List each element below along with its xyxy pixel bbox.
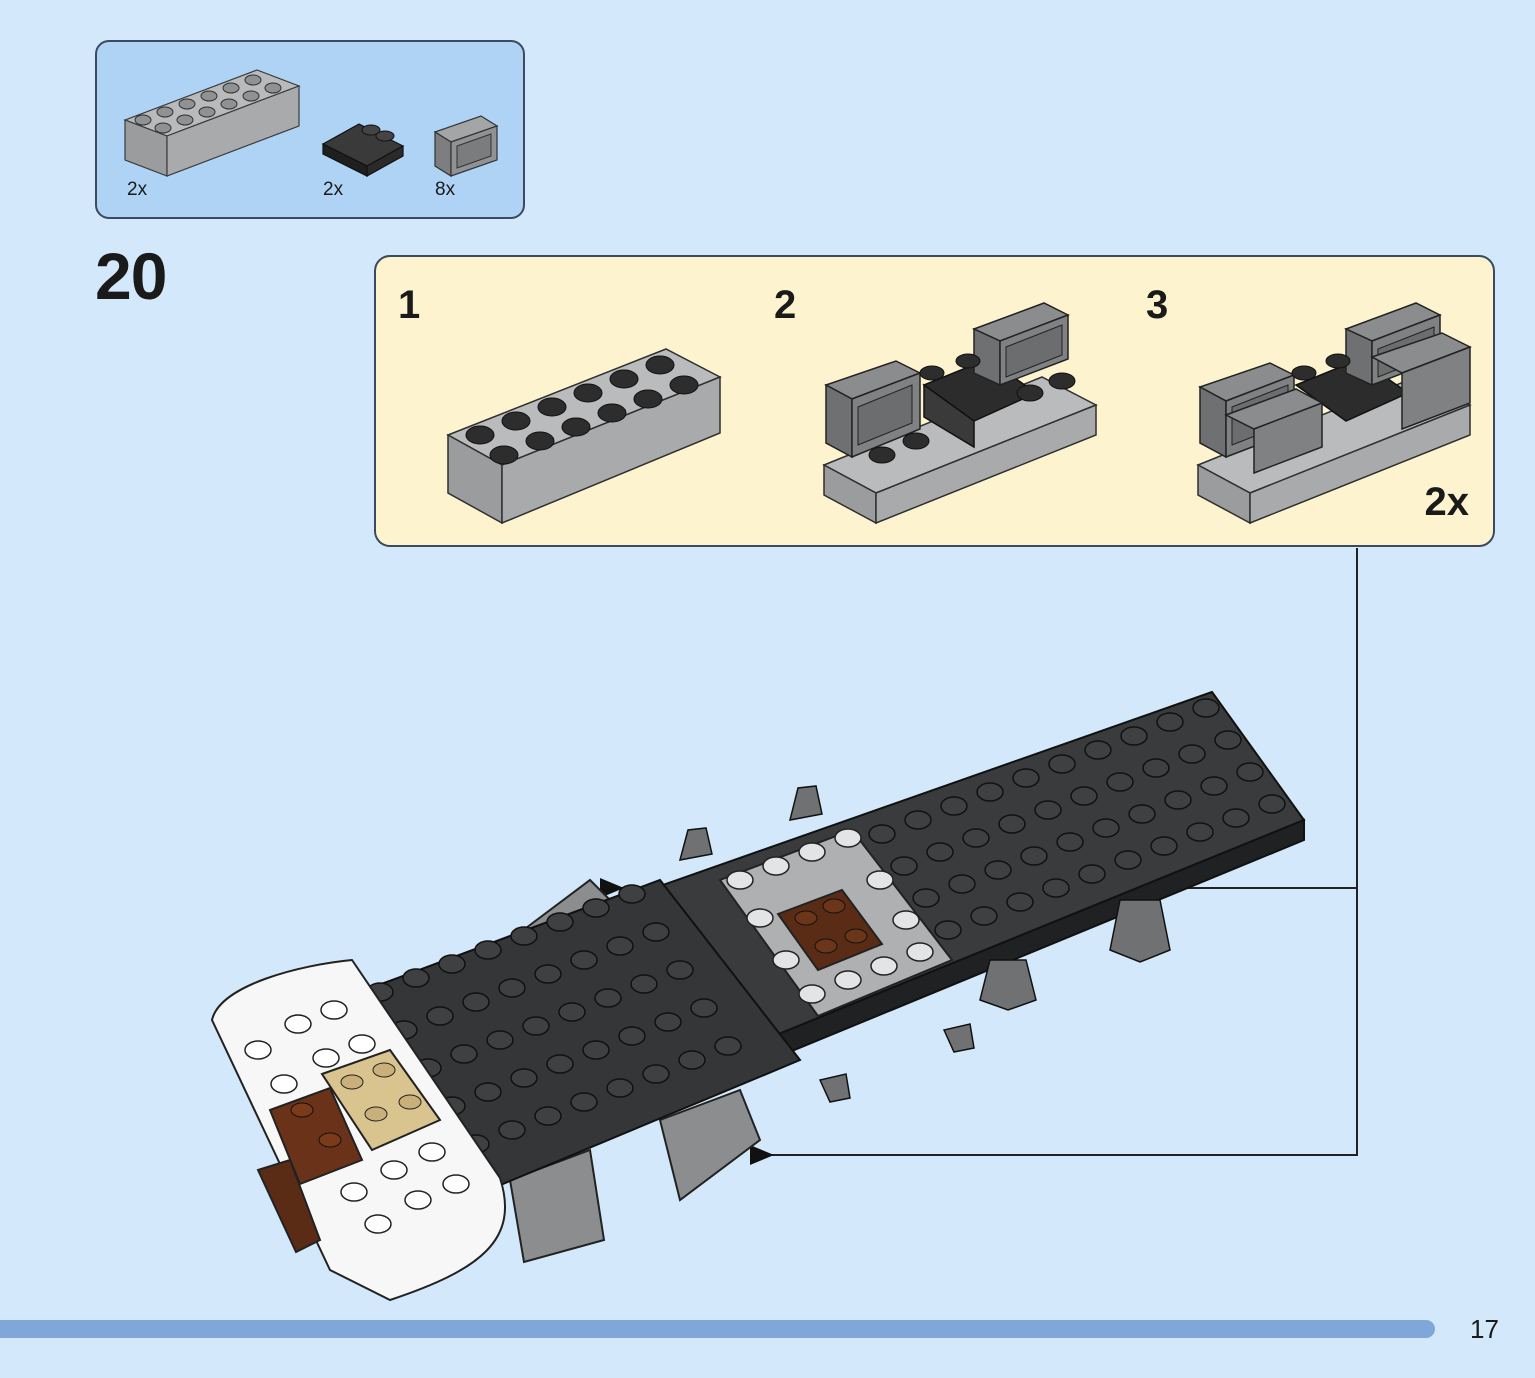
subassembly-box: 1 2 3 2x <box>374 255 1495 547</box>
grey-plate-with-brown-tile <box>718 828 954 1018</box>
page-number: 17 <box>1470 1314 1499 1344</box>
progress-bar <box>0 1320 1435 1338</box>
quantity-label: 2x <box>323 179 344 200</box>
step-number: 20 <box>95 239 167 313</box>
subassembly-multiplier: 2x <box>1424 480 1470 524</box>
white-nose-section <box>210 958 506 1302</box>
parts-list-box: 2x 2x 8x <box>95 40 525 219</box>
panel-corner-icon <box>433 115 499 178</box>
quantity-label: 8x <box>435 179 456 200</box>
front-dark-plate <box>350 878 802 1188</box>
substep-3-illustration <box>1196 302 1472 525</box>
substep-label: 1 <box>398 283 421 327</box>
substep-2-illustration <box>822 302 1098 525</box>
substep-label: 2 <box>774 283 797 327</box>
brick-2x6-icon <box>123 69 301 177</box>
substep-label: 3 <box>1146 283 1169 327</box>
quantity-label: 2x <box>127 179 148 200</box>
hinge-clips <box>678 785 1171 1103</box>
substep-1-illustration <box>446 348 722 525</box>
slope-with-stud-icon <box>321 123 405 178</box>
